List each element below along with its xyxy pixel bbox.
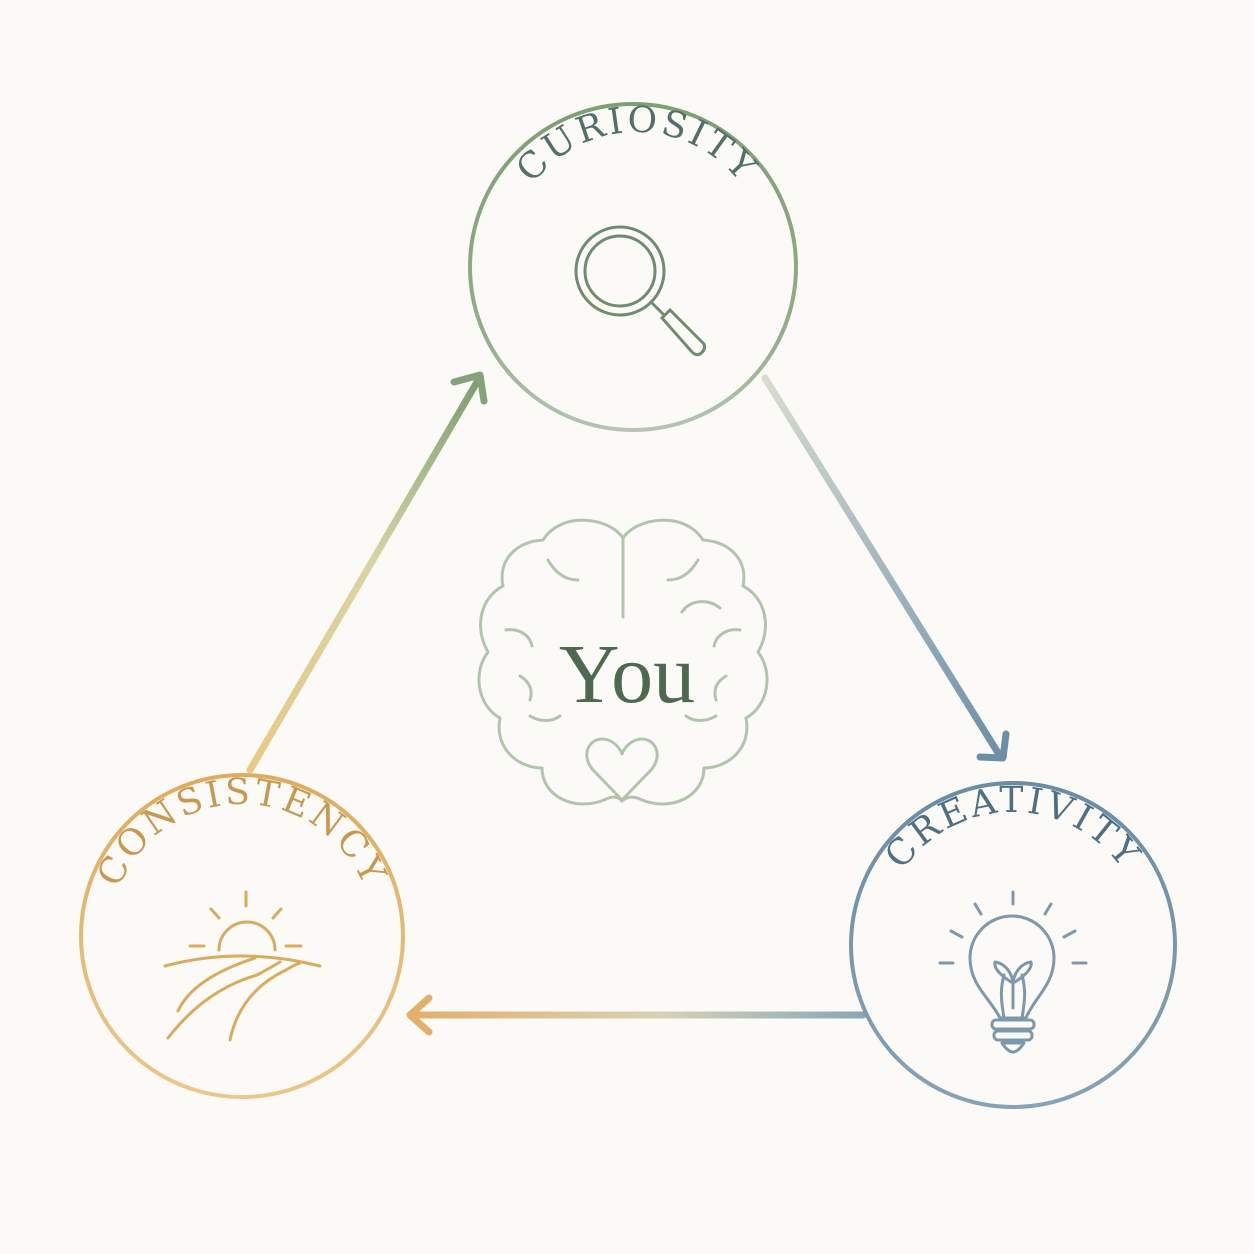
node-ring — [79, 773, 405, 1099]
edge-creativity-to-consistency — [406, 994, 867, 1036]
node-curiosity: CURIOSITY — [468, 99, 798, 432]
arrowhead-icon — [976, 730, 1010, 762]
arrowhead-icon — [450, 371, 488, 405]
edge-curiosity-to-creativity — [761, 374, 1010, 762]
edge-line — [761, 374, 1004, 760]
center-you: You — [477, 518, 769, 806]
node-consistency: CONSISTENCY — [79, 772, 405, 1099]
edge-line — [246, 378, 481, 774]
sunrise-path-icon — [163, 890, 322, 1042]
node-ring — [849, 781, 1177, 1109]
center-label: You — [559, 628, 695, 721]
lightbulb-icon — [938, 890, 1088, 1054]
edge-consistency-to-curiosity — [246, 371, 488, 774]
magnifying-glass-icon — [574, 225, 706, 357]
node-creativity: CREATIVITY — [849, 780, 1177, 1109]
node-ring — [468, 102, 798, 432]
arrowhead-icon — [406, 994, 433, 1036]
brain-heart-icon — [477, 518, 769, 806]
